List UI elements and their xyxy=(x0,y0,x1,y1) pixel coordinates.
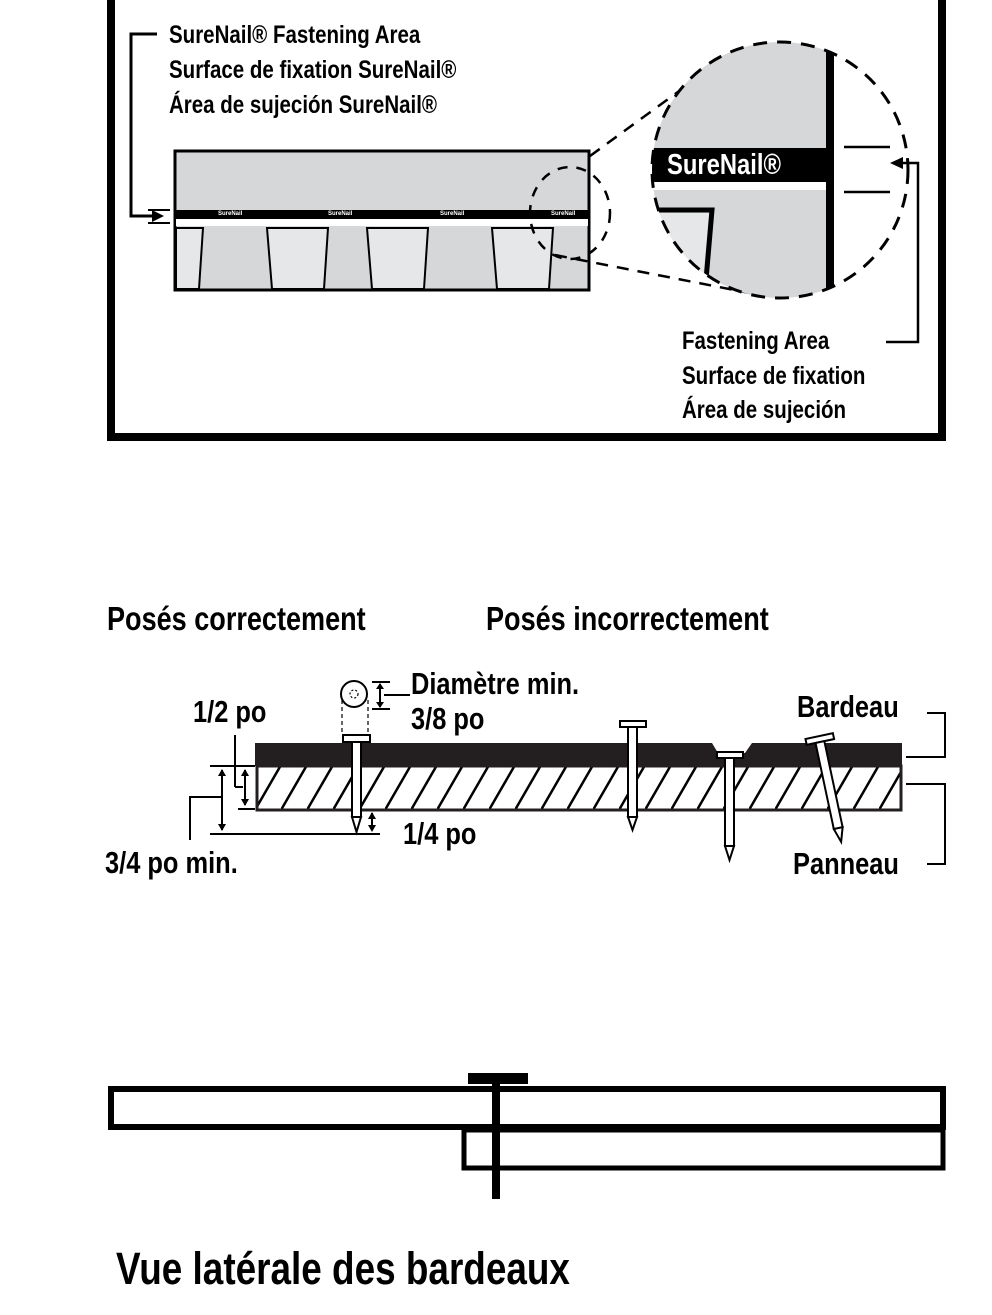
strip-mark: SureNail xyxy=(218,211,243,217)
upper-shingle xyxy=(108,1086,946,1130)
label-fastening-en: Fastening Area xyxy=(682,327,830,355)
side-view-caption: Vue latérale des bardeaux xyxy=(116,1243,570,1294)
fastening-area-panel: SureNail SureNail SureNail SureNail Sure… xyxy=(0,0,992,450)
nailing-panel: Posés correctement Posés incorrectement xyxy=(0,590,992,910)
nail-shank xyxy=(492,1082,500,1199)
strip-mark: SureNail xyxy=(440,211,465,217)
shingle-tab xyxy=(175,227,205,290)
side-view-panel: Vue latérale des bardeaux xyxy=(0,1060,992,1315)
fastening-area-drawing xyxy=(107,0,946,441)
callout-line-right xyxy=(886,161,920,344)
label-fastening-area-en: SureNail® Fastening Area xyxy=(169,21,421,49)
label-fastening-es: Área de sujeción xyxy=(682,396,847,424)
zoom-circle xyxy=(650,40,910,300)
dim-three-quarter-inch: 3/4 po min. xyxy=(105,845,238,880)
arrow-head-icon xyxy=(890,157,903,169)
arrow-head-icon xyxy=(152,210,164,222)
nail-underdriven xyxy=(627,726,638,818)
nailing-drawing xyxy=(189,680,946,865)
dim-half-inch: 1/2 po xyxy=(193,694,267,729)
side-view-drawing xyxy=(108,1073,946,1199)
panel-frame xyxy=(107,0,946,441)
surenail-strip xyxy=(176,210,588,219)
label-panel: Panneau xyxy=(793,846,899,881)
zoom-surenail-label: SureNail® xyxy=(667,149,782,181)
label-fastening-area-es: Área de sujeción SureNail® xyxy=(169,91,438,119)
label-fastening-fr: Surface de fixation xyxy=(682,362,866,390)
callout-line-left xyxy=(129,32,157,218)
heading-incorrect: Posés incorrectement xyxy=(486,600,769,637)
nail-overdriven xyxy=(724,757,735,847)
nail-correct xyxy=(351,741,362,818)
strip-mark: SureNail xyxy=(551,211,576,217)
shingle-tab xyxy=(265,227,330,290)
shingle-layer xyxy=(255,743,902,766)
dim-quarter-inch: 1/4 po xyxy=(403,816,477,851)
nail-head xyxy=(468,1073,528,1084)
shingle-tab xyxy=(365,227,430,290)
lower-shingle xyxy=(461,1127,946,1171)
label-fastening-area-fr: Surface de fixation SureNail® xyxy=(169,56,457,84)
strip-mark: SureNail xyxy=(328,211,353,217)
dim-diameter-line2: 3/8 po xyxy=(411,701,485,736)
deck-panel-layer xyxy=(255,764,903,812)
bracket-panel xyxy=(906,783,946,865)
shingle-tab xyxy=(490,227,555,290)
dim-diameter-line1: Diamètre min. xyxy=(411,666,580,701)
bracket-shingle xyxy=(906,712,946,758)
heading-correct: Posés correctement xyxy=(107,600,366,637)
label-shingle: Bardeau xyxy=(797,689,899,724)
nail-head-diameter-icon xyxy=(340,680,368,708)
zoom-surenail-strip xyxy=(652,148,830,182)
